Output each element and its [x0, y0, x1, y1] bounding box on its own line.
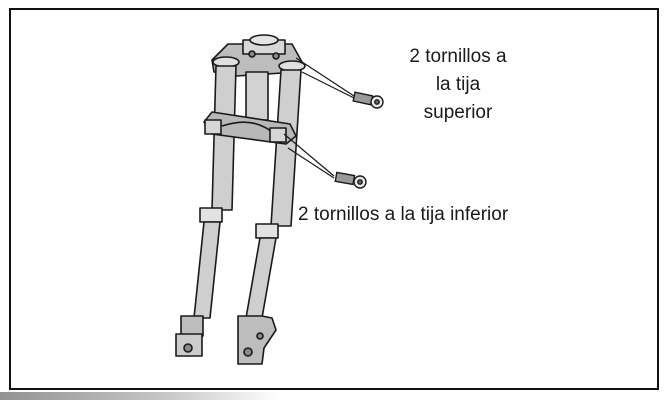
lower-bolt-icon: [334, 171, 367, 189]
left-fork-leg: [175, 207, 223, 357]
figure-frame: [9, 8, 659, 390]
lower-leader-lines: [283, 133, 335, 179]
right-fork-leg: [237, 223, 279, 365]
upper-leader-lines: [295, 57, 355, 99]
lower-bolts-label: 2 tornillos a la tija inferior: [298, 204, 509, 225]
lower-triple-clamp: [203, 111, 297, 145]
upper-bolts-label-line1: 2 tornillos a: [409, 46, 507, 67]
upper-bolts-label: 2 tornillos a la tija superior: [378, 43, 538, 127]
steering-stem: [245, 71, 269, 121]
scan-shadow: [0, 392, 280, 400]
upper-bolt-icon: [352, 91, 384, 109]
left-upper-tube: [211, 65, 237, 211]
upper-bolts-label-line2: la tija: [435, 74, 481, 95]
upper-bolts-label-line3: superior: [423, 102, 493, 123]
right-upper-tube: [270, 69, 302, 227]
